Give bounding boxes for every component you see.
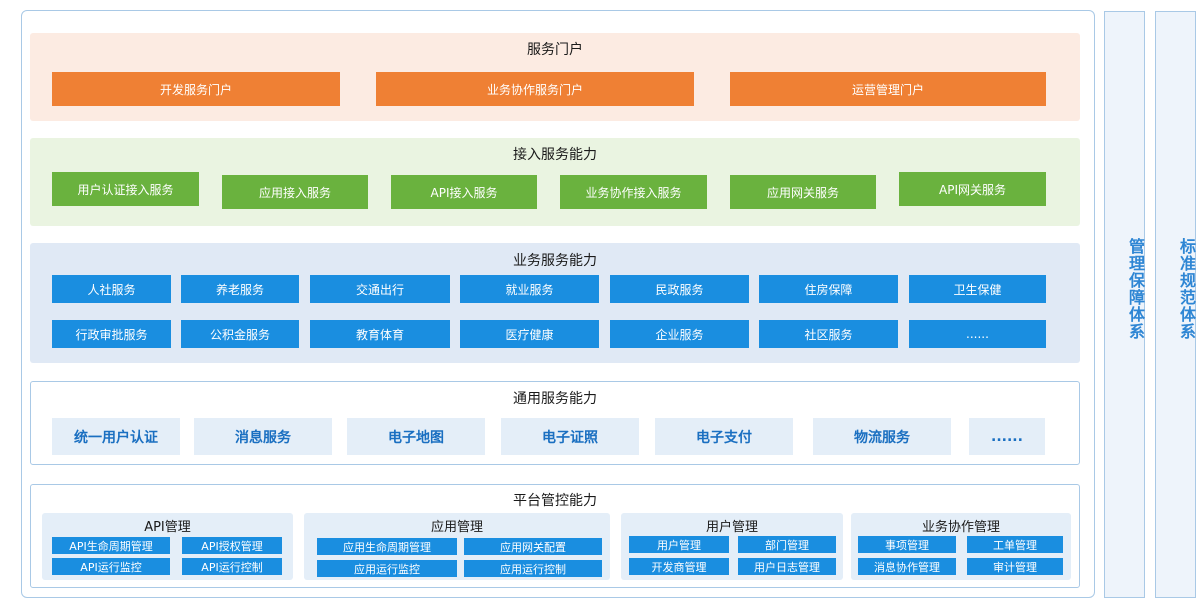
group-item: 应用网关配置	[464, 538, 602, 555]
biz-item: 住房保障	[759, 275, 898, 303]
platform-control-title: 平台管控能力	[513, 493, 597, 509]
business-service-layer: 业务服务能力 人社服务 养老服务 交通出行 就业服务 民政服务 住房保障 卫生保…	[30, 243, 1080, 363]
common-item: 统一用户认证	[52, 418, 180, 455]
app-access-service: 应用接入服务	[222, 175, 368, 209]
common-item: 电子证照	[501, 418, 639, 455]
group-item: 审计管理	[967, 558, 1063, 575]
api-access-service: API接入服务	[391, 175, 537, 209]
common-item: 电子支付	[655, 418, 793, 455]
group-item: 部门管理	[738, 536, 836, 553]
group-item: 事项管理	[858, 536, 956, 553]
biz-item: 公积金服务	[181, 320, 299, 348]
group-item: 用户管理	[629, 536, 729, 553]
group-title: 用户管理	[705, 520, 758, 535]
group-item: 应用运行控制	[464, 560, 602, 577]
management-assurance-column: 管理保障体系	[1104, 11, 1145, 598]
group-item: 用户日志管理	[738, 558, 836, 575]
management-assurance-label: 管理保障体系	[1126, 238, 1145, 340]
common-item: 消息服务	[194, 418, 332, 455]
app-gateway-service: 应用网关服务	[730, 175, 876, 209]
common-service-title: 通用服务能力	[513, 391, 597, 407]
standards-column: 标准规范体系	[1155, 11, 1196, 598]
group-item: 应用生命周期管理	[317, 538, 457, 555]
group-title: 应用管理	[430, 520, 483, 535]
api-gateway-service: API网关服务	[899, 172, 1046, 206]
common-item: 物流服务	[813, 418, 951, 455]
biz-item: 医疗健康	[460, 320, 599, 348]
service-portal-title: 服务门户	[527, 42, 583, 58]
biz-item: 就业服务	[460, 275, 599, 303]
common-item: 电子地图	[347, 418, 485, 455]
group-item: API运行控制	[182, 558, 282, 575]
api-management-group: API管理 API生命周期管理 API授权管理 API运行监控 API运行控制	[42, 513, 293, 580]
user-management-group: 用户管理 用户管理 部门管理 开发商管理 用户日志管理	[621, 513, 843, 580]
ops-management-portal: 运营管理门户	[730, 72, 1046, 106]
biz-item: 行政审批服务	[52, 320, 171, 348]
biz-item: 人社服务	[52, 275, 171, 303]
biz-collab-access-service: 业务协作接入服务	[560, 175, 707, 209]
app-management-group: 应用管理 应用生命周期管理 应用网关配置 应用运行监控 应用运行控制	[304, 513, 610, 580]
service-portal-layer: 服务门户 开发服务门户 业务协作服务门户 运营管理门户	[30, 33, 1080, 121]
group-item: 应用运行监控	[317, 560, 457, 577]
group-item: API运行监控	[52, 558, 170, 575]
common-item: ......	[969, 418, 1045, 455]
group-title: API管理	[144, 520, 191, 535]
biz-item: 社区服务	[759, 320, 898, 348]
biz-item: 卫生保健	[909, 275, 1046, 303]
biz-item: ......	[909, 320, 1046, 348]
platform-control-layer: 平台管控能力 API管理 API生命周期管理 API授权管理 API运行监控 A…	[30, 484, 1080, 588]
access-service-layer: 接入服务能力 用户认证接入服务 应用接入服务 API接入服务 业务协作接入服务 …	[30, 138, 1080, 226]
standards-label: 标准规范体系	[1177, 238, 1196, 340]
user-auth-access-service: 用户认证接入服务	[52, 172, 199, 206]
group-item: API授权管理	[182, 537, 282, 554]
group-item: 工单管理	[967, 536, 1063, 553]
access-service-title: 接入服务能力	[513, 147, 597, 163]
biz-item: 教育体育	[310, 320, 450, 348]
biz-item: 民政服务	[610, 275, 749, 303]
common-service-layer: 通用服务能力 统一用户认证 消息服务 电子地图 电子证照 电子支付 物流服务 .…	[30, 381, 1080, 465]
group-title: 业务协作管理	[921, 520, 1000, 535]
biz-item: 养老服务	[181, 275, 299, 303]
group-item: 消息协作管理	[858, 558, 956, 575]
biz-collab-service-portal: 业务协作服务门户	[376, 72, 694, 106]
biz-item: 交通出行	[310, 275, 450, 303]
dev-service-portal: 开发服务门户	[52, 72, 340, 106]
biz-item: 企业服务	[610, 320, 749, 348]
business-service-title: 业务服务能力	[513, 253, 597, 269]
group-item: 开发商管理	[629, 558, 729, 575]
biz-collab-management-group: 业务协作管理 事项管理 工单管理 消息协作管理 审计管理	[851, 513, 1071, 580]
group-item: API生命周期管理	[52, 537, 170, 554]
